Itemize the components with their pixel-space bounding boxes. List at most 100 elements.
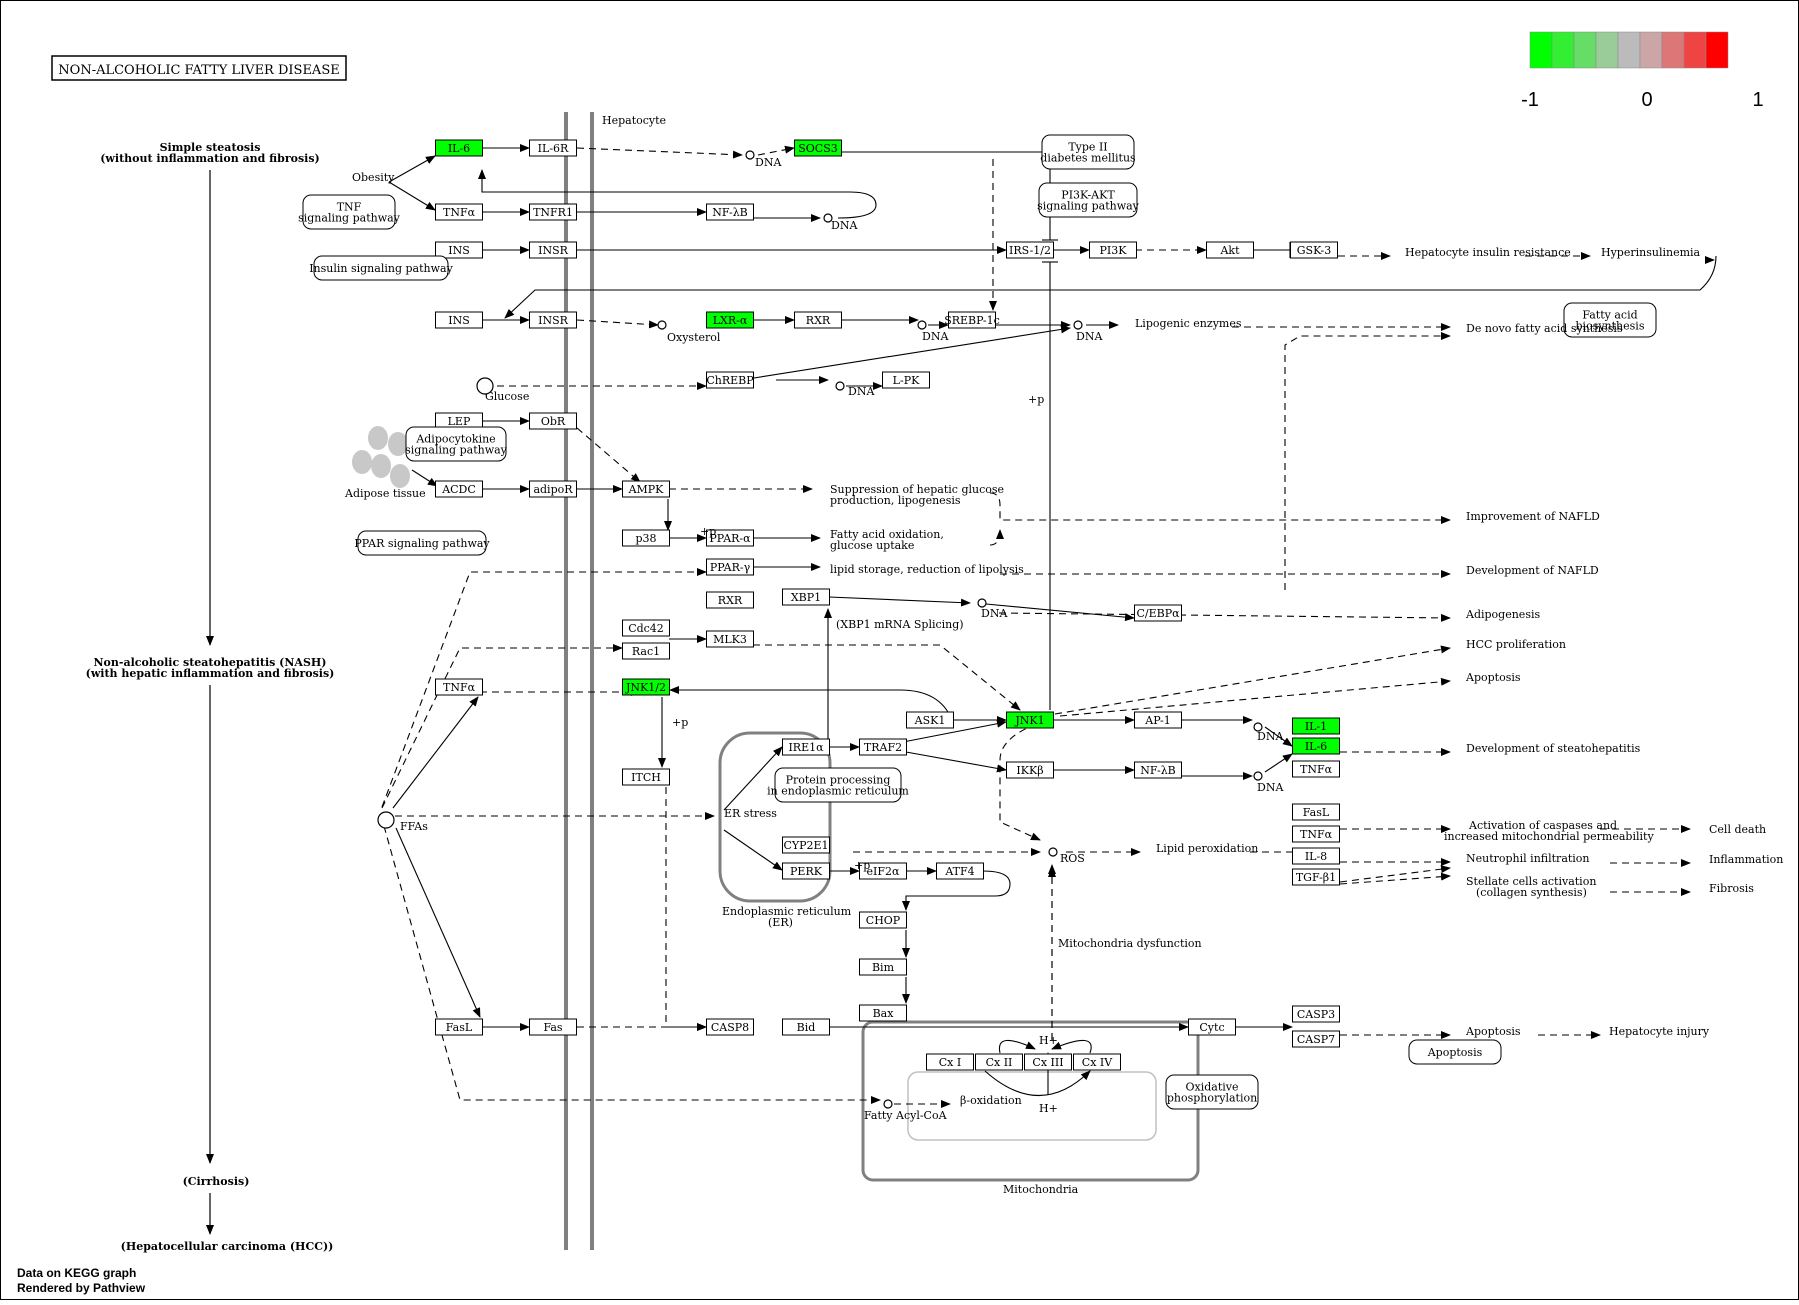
gene-node-casp8[interactable]: CASP8 (706, 1018, 754, 1036)
gene-node-srebp-1c[interactable]: SREBP-1c (944, 311, 1000, 329)
gene-node-cx-iv[interactable]: Cx IV (1073, 1053, 1121, 1071)
gene-node-casp7[interactable]: CASP7 (1292, 1030, 1340, 1048)
gene-node-rac1[interactable]: Rac1 (622, 642, 670, 660)
gene-node-c-ebp[interactable]: C/EBPα (1134, 604, 1182, 622)
gene-node-nf-b[interactable]: NF-λB (706, 203, 754, 221)
gene-node-itch[interactable]: ITCH (622, 768, 670, 786)
gene-node-lxr[interactable]: LXR-α (706, 311, 754, 329)
gene-node-obr[interactable]: ObR (529, 412, 577, 430)
gene-node-tgf-1[interactable]: TGF-β1 (1292, 868, 1340, 886)
gene-node-il-8[interactable]: IL-8 (1292, 847, 1340, 865)
gene-node-atf4[interactable]: ATF4 (936, 862, 984, 880)
gene-node-ppar[interactable]: PPAR-γ (706, 558, 754, 576)
pathway-link-insulin-signaling-pathway[interactable]: Insulin signaling pathway (309, 255, 454, 281)
gene-label: IL-6 (1305, 740, 1327, 753)
gene-node-fasl[interactable]: FasL (1292, 803, 1340, 821)
gene-node-tnf[interactable]: TNFα (435, 678, 483, 696)
gene-label: PPAR-γ (710, 561, 751, 574)
gene-node-tnf[interactable]: TNFα (1292, 760, 1340, 778)
gene-node-akt[interactable]: Akt (1206, 241, 1254, 259)
gene-node-cx-i[interactable]: Cx I (926, 1053, 974, 1071)
gene-node-ap-1[interactable]: AP-1 (1134, 711, 1182, 729)
gene-node-perk[interactable]: PERK (782, 862, 830, 880)
gene-node-tnf[interactable]: TNFα (1292, 825, 1340, 843)
gene-node-casp3[interactable]: CASP3 (1292, 1005, 1340, 1023)
gene-node-chop[interactable]: CHOP (859, 911, 907, 929)
gene-node-ampk[interactable]: AMPK (622, 480, 670, 498)
pathway-label: in endoplasmic reticulum (767, 785, 909, 798)
gene-node-rxr[interactable]: RXR (794, 311, 842, 329)
gene-node-ask1[interactable]: ASK1 (906, 711, 954, 729)
gene-node-fas[interactable]: Fas (529, 1018, 577, 1036)
gene-node-ire1[interactable]: IRE1α (782, 738, 830, 756)
gene-node-cyp2e1[interactable]: CYP2E1 (782, 836, 830, 854)
gene-node-chrebp[interactable]: ChREBP (706, 371, 754, 389)
gene-node-bim[interactable]: Bim (859, 958, 907, 976)
label-glucose: Glucose (485, 390, 529, 403)
gene-label: TRAF2 (864, 741, 902, 754)
gene-node-jnk1[interactable]: JNK1 (1006, 711, 1054, 729)
gene-node-tnf[interactable]: TNFα (435, 203, 483, 221)
gene-node-insr[interactable]: INSR (529, 241, 577, 259)
gene-node-cx-iii[interactable]: Cx III (1024, 1053, 1072, 1071)
pathway-label: Insulin signaling pathway (309, 262, 453, 275)
gene-label: p38 (635, 532, 656, 545)
gene-node-tnfr1[interactable]: TNFR1 (529, 203, 577, 221)
gene-node-adipor[interactable]: adipoR (529, 480, 577, 498)
gene-node-fasl[interactable]: FasL (435, 1018, 483, 1036)
gene-node-nf-b[interactable]: NF-λB (1134, 761, 1182, 779)
gene-label: TNFR1 (533, 206, 573, 219)
label-stellate-cells-activation: Stellate cells activation (1466, 875, 1596, 888)
gene-label: ATF4 (944, 865, 974, 878)
gene-node-rxr[interactable]: RXR (706, 591, 754, 609)
gene-node-xbp1[interactable]: XBP1 (782, 588, 830, 606)
gene-node-il-6[interactable]: IL-6 (435, 139, 483, 157)
gene-node-socs3[interactable]: SOCS3 (794, 139, 842, 157)
label-suppression-of-hepatic-glucose: Suppression of hepatic glucose (830, 483, 1004, 496)
gene-label: FasL (446, 1021, 473, 1034)
gene-node-insr[interactable]: INSR (529, 311, 577, 329)
gene-node-gsk-3[interactable]: GSK-3 (1290, 241, 1338, 259)
gene-node-acdc[interactable]: ACDC (435, 480, 483, 498)
pathway-link-ppar-signaling-pathway[interactable]: PPAR signaling pathway (354, 530, 490, 556)
gene-node-traf2[interactable]: TRAF2 (859, 738, 907, 756)
gene-label: ACDC (441, 483, 476, 496)
gene-node-il-1[interactable]: IL-1 (1292, 717, 1340, 735)
label-inflammation: Inflammation (1709, 853, 1783, 866)
label-glucose-uptake: glucose uptake (830, 539, 914, 552)
inner-membrane (907, 1071, 1157, 1141)
label-lipid-storage-reduction-of-lipolysis: lipid storage, reduction of lipolysis (830, 563, 1024, 576)
gene-node-cdc42[interactable]: Cdc42 (622, 619, 670, 637)
gene-node-irs-1-2[interactable]: IRS-1/2 (1006, 241, 1054, 259)
gene-node-pi3k[interactable]: PI3K (1089, 241, 1137, 259)
gene-node-p38[interactable]: p38 (622, 529, 670, 547)
stage-nash-sub: (with hepatic inflammation and fibrosis) (86, 667, 335, 680)
label-p: +p (854, 859, 870, 872)
gene-node-il-6r[interactable]: IL-6R (529, 139, 577, 157)
gene-node-ins[interactable]: INS (435, 241, 483, 259)
gene-node-bid[interactable]: Bid (782, 1018, 830, 1036)
pathway-link-apoptosis[interactable]: Apoptosis (1408, 1039, 1502, 1065)
gene-node-jnk1-2[interactable]: JNK1/2 (622, 678, 670, 696)
label-increased-mitochondrial-permeability: increased mitochondrial permeability (1444, 830, 1654, 843)
gene-node-il-6[interactable]: IL-6 (1292, 737, 1340, 755)
gene-label: PI3K (1100, 244, 1128, 257)
gene-node-cytc[interactable]: Cytc (1188, 1018, 1236, 1036)
gene-node-l-pk[interactable]: L-PK (882, 371, 930, 389)
gene-node-ins[interactable]: INS (435, 311, 483, 329)
gene-node-ppar[interactable]: PPAR-α (706, 529, 754, 547)
label-fibrosis: Fibrosis (1709, 882, 1754, 895)
gene-node-mlk3[interactable]: MLK3 (706, 630, 754, 648)
gene-node-cx-ii[interactable]: Cx II (975, 1053, 1023, 1071)
gene-node-bax[interactable]: Bax (859, 1004, 907, 1022)
gene-node-ikk[interactable]: IKKβ (1006, 761, 1054, 779)
gene-node-eif2[interactable]: eIF2α (859, 862, 907, 880)
legend-swatch (1639, 31, 1663, 69)
